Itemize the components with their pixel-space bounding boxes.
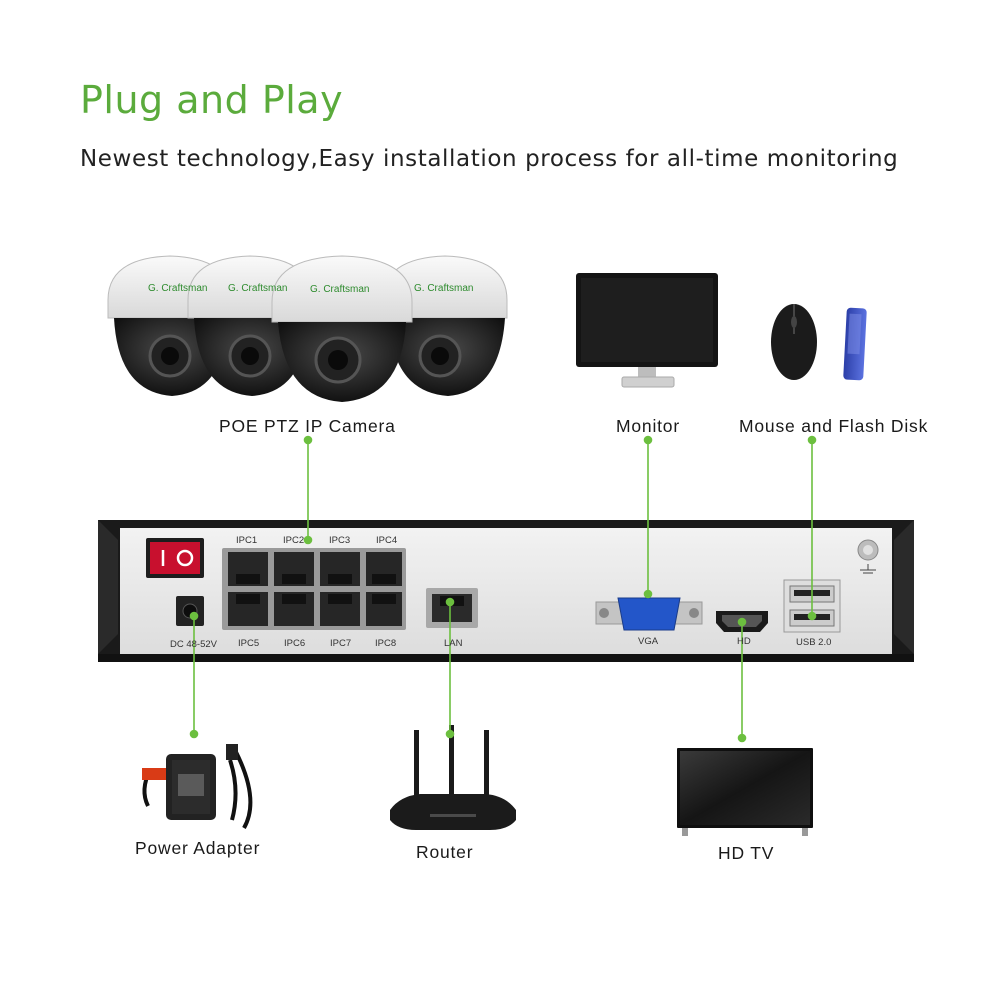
monitor-icon: [576, 273, 718, 388]
camera-brand-text: G. Craftsman: [228, 283, 287, 294]
connector-dot: [303, 535, 313, 545]
connector-dot: [737, 617, 747, 627]
port-label-ipc3: IPC3: [329, 535, 351, 546]
dc-power-jack: [176, 596, 204, 626]
poe-port-ipc1[interactable]: [228, 552, 268, 586]
page-subtitle: Newest technology,Easy installation proc…: [80, 146, 899, 172]
connector-dot: [807, 611, 817, 621]
poe-port-ipc3[interactable]: [320, 552, 360, 586]
port-label-dc: DC 48-52V: [170, 639, 217, 650]
port-label-ipc2: IPC2: [283, 535, 305, 546]
connector-dot: [189, 729, 199, 739]
camera-group: G. Craftsman G. Craftsman G. Craftsman G…: [107, 255, 508, 402]
monitor-label: Monitor: [616, 416, 680, 436]
port-label-ipc5: IPC5: [238, 638, 260, 649]
ground-terminal-icon: [857, 539, 879, 574]
hdtv-icon: [677, 748, 813, 836]
lan-port[interactable]: [426, 588, 478, 628]
port-label-ipc7: IPC7: [330, 638, 352, 649]
nvr-recorder: [98, 520, 914, 662]
mouse-icon: [771, 304, 817, 380]
dome-camera-icon: [382, 255, 508, 396]
page-title: Plug and Play: [80, 78, 344, 122]
connector-dot: [445, 597, 455, 607]
port-label-vga: VGA: [638, 636, 659, 647]
camera-brand-text: G. Craftsman: [148, 283, 207, 294]
vga-port[interactable]: [595, 597, 703, 631]
router-label: Router: [416, 842, 474, 862]
port-label-ipc6: IPC6: [284, 638, 306, 649]
connection-lines: [189, 435, 817, 743]
port-label-usb: USB 2.0: [796, 637, 832, 648]
camera-brand-text: G. Craftsman: [414, 283, 473, 294]
connector-dot: [445, 729, 455, 739]
poe-port-ipc4[interactable]: [366, 552, 402, 586]
poe-port-ipc5[interactable]: [228, 592, 268, 626]
poe-port-ipc2[interactable]: [274, 552, 314, 586]
poe-port-ipc8[interactable]: [366, 592, 402, 626]
port-label-lan: LAN: [444, 638, 463, 649]
port-label-hd: HD: [737, 636, 751, 647]
connector-dot: [737, 733, 747, 743]
connector-dot: [643, 589, 653, 599]
router-icon: [390, 725, 516, 830]
port-label-ipc1: IPC1: [236, 535, 258, 546]
connector-dot: [643, 435, 653, 445]
poe-port-ipc6[interactable]: [274, 592, 314, 626]
connector-dot: [807, 435, 817, 445]
port-label-ipc4: IPC4: [376, 535, 398, 546]
dome-camera-icon: [271, 255, 413, 402]
camera-brand-text: G. Craftsman: [310, 284, 369, 295]
mouse-flash-label: Mouse and Flash Disk: [739, 416, 929, 436]
port-label-ipc8: IPC8: [375, 638, 397, 649]
power-switch[interactable]: [146, 538, 204, 578]
flash-disk-icon: [843, 307, 867, 381]
hdtv-label: HD TV: [718, 843, 775, 863]
power-adapter-icon: [142, 744, 253, 829]
connector-dot: [189, 611, 199, 621]
camera-label: POE PTZ IP Camera: [219, 416, 396, 436]
dome-camera-icon: [187, 255, 313, 396]
connector-dot: [303, 435, 313, 445]
power-adapter-label: Power Adapter: [135, 838, 261, 858]
poe-port-ipc7[interactable]: [320, 592, 360, 626]
